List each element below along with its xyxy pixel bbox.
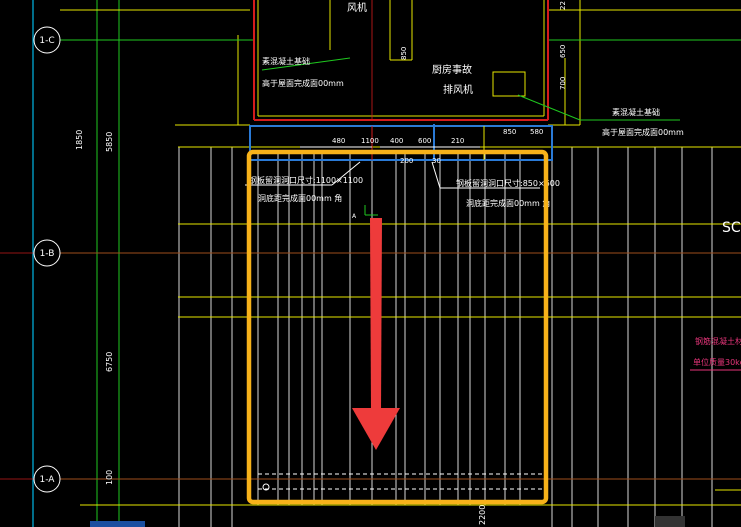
pink-note-2: 单位质量30kg: [693, 357, 741, 367]
axis-bubble-c: 1-C: [33, 26, 61, 54]
dim-v850: 850: [400, 47, 408, 60]
sc-label: SC5: [722, 220, 741, 236]
dim-5850: 5850: [105, 132, 114, 152]
fan-label: 风机: [347, 1, 367, 14]
dim-480: 480: [332, 137, 345, 145]
dim-600: 600: [418, 137, 431, 145]
note-concrete-base-left: 素混凝土基础: [262, 56, 310, 66]
room-outline: [253, 0, 549, 121]
axis-lines: [60, 39, 741, 480]
note-opening-left: 钢板留洞洞口尺寸:1100×1100: [249, 175, 363, 185]
note-opening-right: 钢板留洞洞口尺寸:850×600: [456, 178, 560, 188]
dim-v700: 700: [559, 77, 567, 90]
svg-text:A: A: [352, 213, 357, 220]
dim-1850: 1850: [75, 130, 84, 150]
dim-400: 400: [390, 137, 403, 145]
down-arrow-icon: [352, 218, 400, 450]
dim-6750: 6750: [105, 352, 114, 372]
exhaust-fan-label: 排风机: [443, 83, 473, 96]
note-height-left: 高于屋面完成面00mm: [262, 78, 344, 88]
note-bottom-left: 洞底距完成面00mm 角: [258, 193, 342, 203]
dim-200: 200: [400, 157, 413, 165]
dim-v22: 22: [559, 1, 567, 10]
dim-850: 850: [503, 128, 516, 136]
dim-210: 210: [451, 137, 464, 145]
kitchen-accident-label: 厨房事故: [432, 63, 472, 76]
dim-1100: 1100: [361, 137, 379, 145]
axis-bubble-b: 1-B: [33, 239, 61, 267]
dim-v650: 650: [559, 45, 567, 58]
exhaust-fan-box: [492, 71, 526, 97]
dim-100: 100: [105, 470, 114, 485]
dim-30: 30: [432, 157, 441, 165]
dim-580: 580: [530, 128, 543, 136]
pink-note-1: 钢筋混凝土材料：: [695, 336, 741, 346]
vertical-grid-lines: [178, 147, 713, 527]
axis-label-c: 1-C: [39, 36, 54, 46]
axis-label-b: 1-B: [40, 249, 55, 259]
blue-shaft-outline: [249, 125, 553, 161]
note-concrete-base-right: 素混凝土基础: [612, 107, 660, 117]
axis-bubble-a: 1-A: [33, 465, 61, 493]
axis-label-a: 1-A: [40, 475, 56, 485]
note-height-right: 高于屋面完成面00mm: [602, 127, 684, 137]
note-bottom-right: 洞底距完成面00mm 角: [466, 198, 550, 208]
highlight-box: [246, 149, 549, 505]
dim-2200: 2200: [478, 505, 487, 525]
